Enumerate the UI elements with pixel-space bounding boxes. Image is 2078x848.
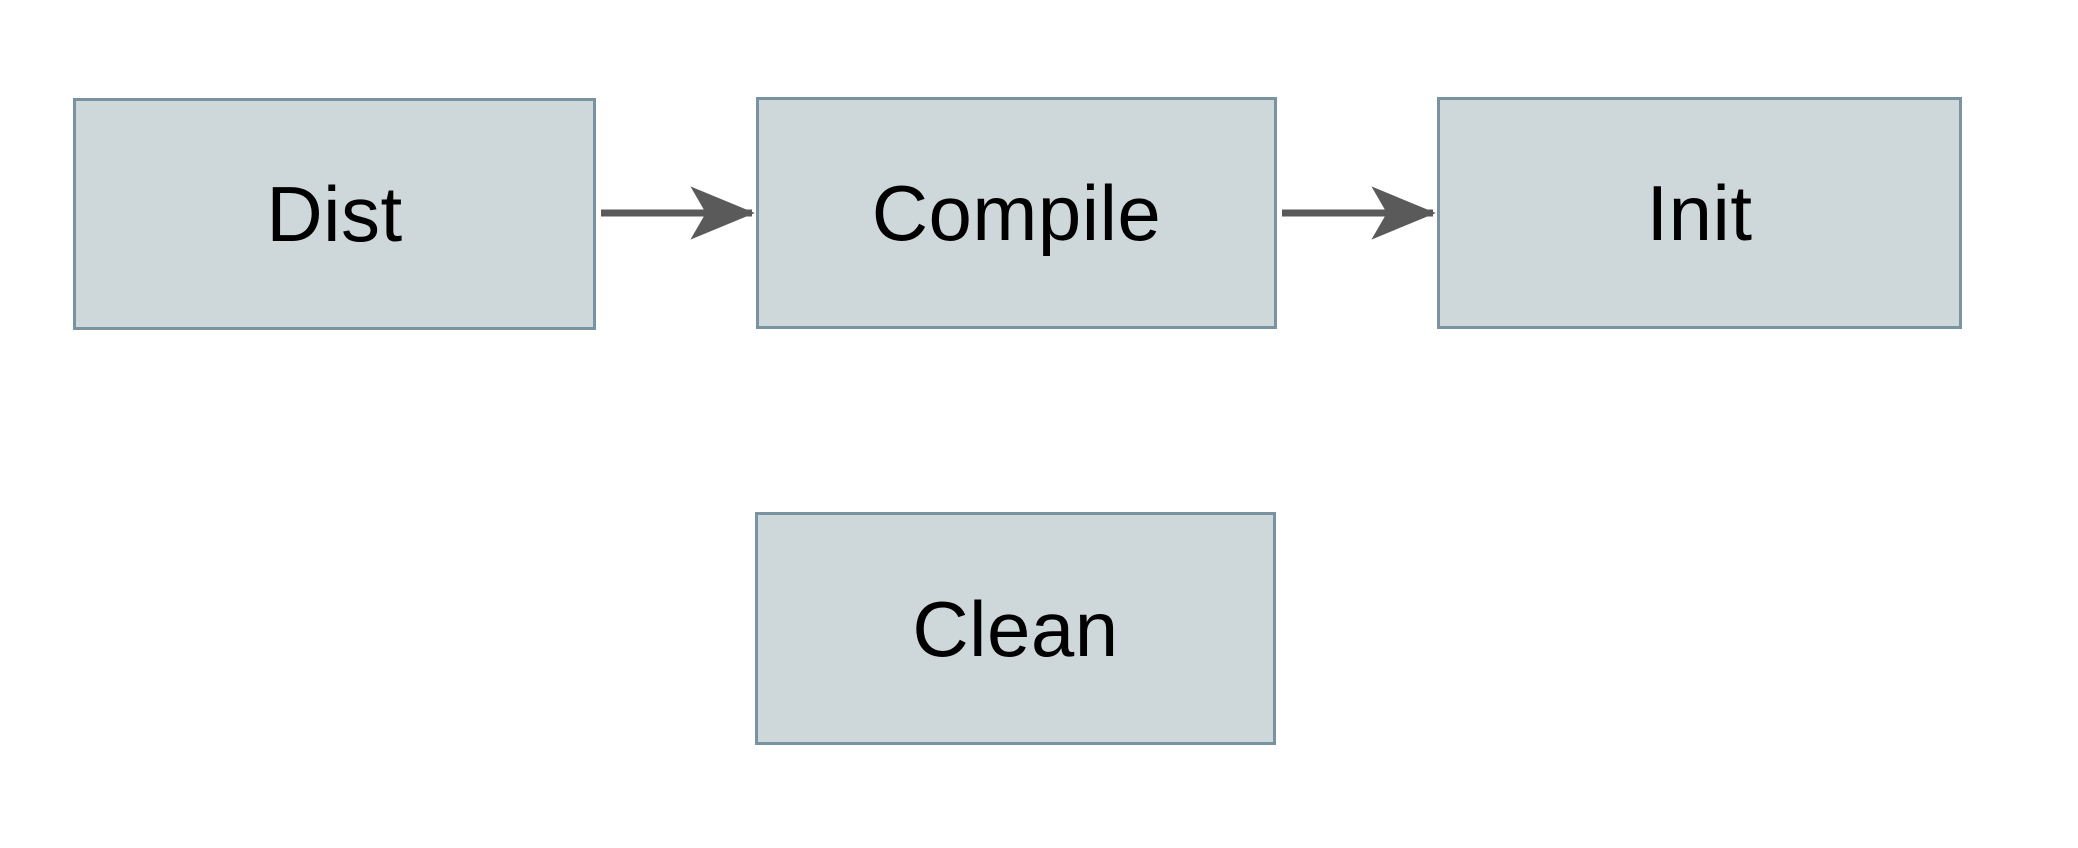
node-clean-label: Clean (912, 584, 1119, 673)
node-init[interactable]: Init (1437, 97, 1962, 329)
node-compile-label: Compile (871, 169, 1162, 257)
node-dist[interactable]: Dist (73, 98, 596, 330)
node-init-label: Init (1646, 169, 1753, 257)
node-clean[interactable]: Clean (755, 512, 1276, 745)
node-compile[interactable]: Compile (756, 97, 1277, 329)
node-dist-label: Dist (266, 170, 403, 258)
